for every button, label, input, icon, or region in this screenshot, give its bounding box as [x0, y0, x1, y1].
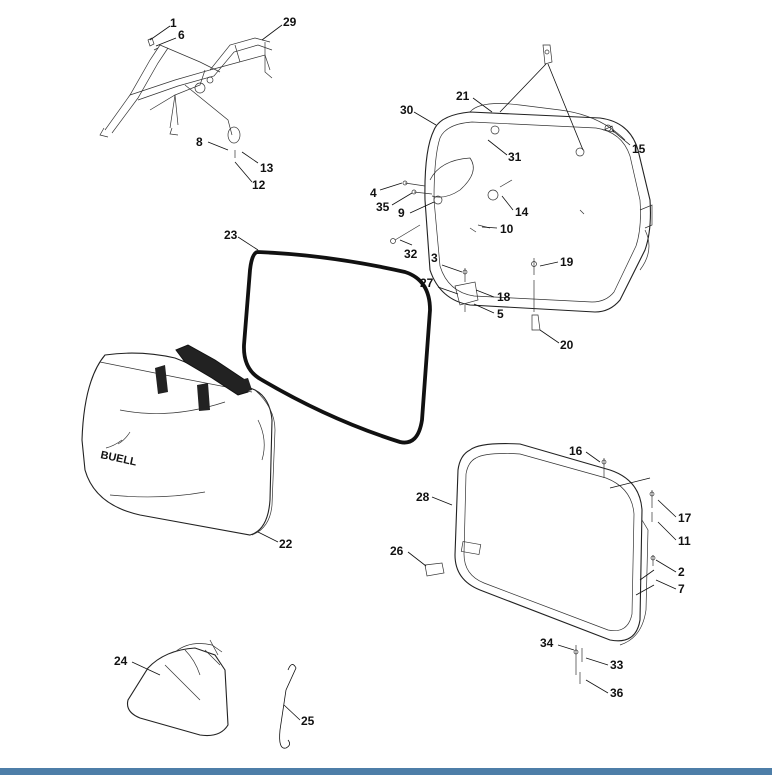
callout-10: 10	[500, 222, 514, 236]
lid-gasket-part	[242, 250, 432, 445]
callout-29: 29	[283, 15, 297, 29]
shell-hardware-part	[390, 124, 615, 331]
callout-23: 23	[224, 228, 238, 242]
callout-17: 17	[678, 511, 692, 525]
callout-31: 31	[508, 150, 522, 164]
saddlebag-shell-part	[424, 103, 653, 313]
bottom-border-bar	[0, 768, 772, 775]
callout-5: 5	[497, 307, 504, 321]
callout-3: 3	[431, 251, 438, 265]
saddlebag-lid-part	[454, 443, 649, 646]
callout-9: 9	[398, 206, 405, 220]
callout-1: 1	[170, 16, 177, 30]
callout-2: 2	[678, 565, 685, 579]
callout-8: 8	[196, 135, 203, 149]
callout-labels: 1 6 29 8 13 12 21 30 15 31 4 35 9 14 10 …	[114, 15, 692, 728]
callout-34: 34	[540, 636, 554, 650]
hook-strap-part	[279, 664, 297, 749]
callout-22: 22	[279, 537, 293, 551]
callout-20: 20	[560, 338, 574, 352]
callout-14: 14	[515, 205, 529, 219]
hanger-bracket-part	[499, 44, 584, 151]
callout-27: 27	[420, 276, 434, 290]
callout-15: 15	[632, 142, 646, 156]
callout-32: 32	[404, 247, 418, 261]
callout-13: 13	[260, 161, 274, 175]
callout-36: 36	[610, 686, 624, 700]
mounting-rack-part	[99, 37, 273, 158]
callout-18: 18	[497, 290, 511, 304]
storage-bag-part	[126, 639, 229, 737]
lid-hardware-part	[424, 458, 656, 684]
callout-4: 4	[370, 186, 377, 200]
callout-26: 26	[390, 544, 404, 558]
callout-25: 25	[301, 714, 315, 728]
callout-30: 30	[400, 103, 414, 117]
callout-24: 24	[114, 654, 128, 668]
callout-11: 11	[678, 534, 691, 548]
callout-16: 16	[569, 444, 583, 458]
callout-7: 7	[678, 582, 685, 596]
leader-lines	[131, 24, 677, 721]
callout-28: 28	[416, 490, 430, 504]
callout-21: 21	[456, 89, 470, 103]
callout-12: 12	[252, 178, 266, 192]
callout-6: 6	[178, 28, 185, 42]
liner-bag-part: BUELL	[81, 344, 276, 536]
callout-35: 35	[376, 200, 390, 214]
callout-33: 33	[610, 658, 624, 672]
callout-19: 19	[560, 255, 574, 269]
